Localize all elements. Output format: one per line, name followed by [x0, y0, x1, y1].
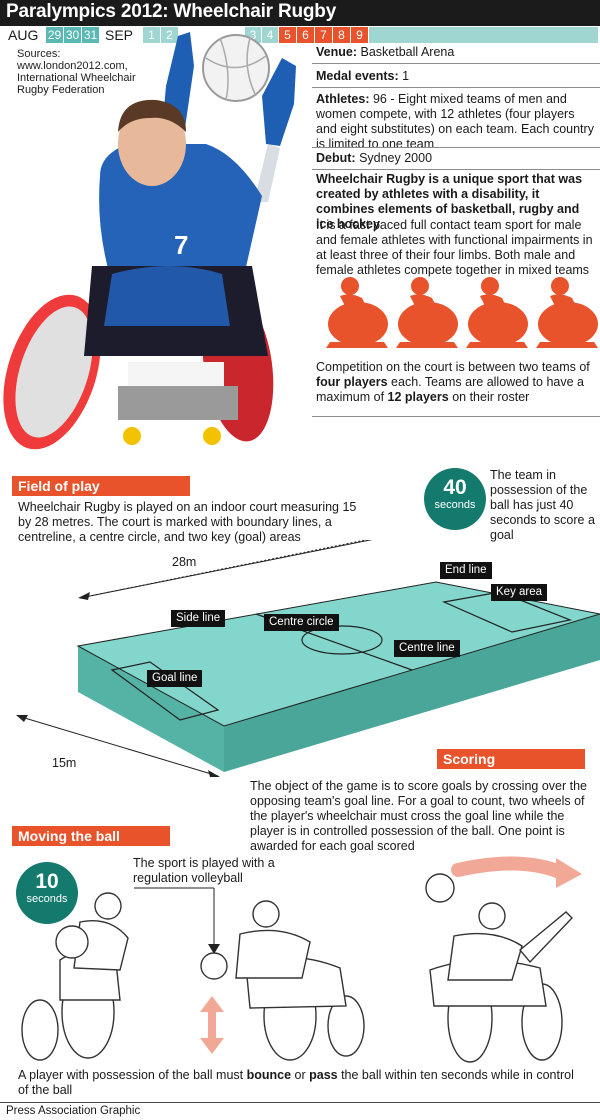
field-description: Wheelchair Rugby is played on an indoor … [18, 500, 357, 544]
calendar-event-day: 9 [351, 27, 368, 43]
info-intro-text: It is a fast paced full contact team spo… [316, 218, 593, 277]
badge-40-seconds: 40 seconds [424, 468, 486, 530]
section-heading-moving: Moving the ball [12, 826, 170, 846]
volleyball-note: The sport is played with a regulation vo… [133, 856, 275, 885]
label-centre-circle: Centre circle [264, 614, 339, 631]
calendar-aug-label: AUG [8, 27, 39, 43]
calendar-day: 4 [262, 27, 278, 43]
calendar-day: 29 [46, 27, 63, 43]
info-medal-events: Medal events: 1 [316, 69, 410, 83]
header-bar: Paralympics 2012: Wheelchair Rugby [0, 0, 600, 26]
footer-divider [0, 1102, 600, 1103]
bounce-down-arrow-icon [200, 1038, 224, 1054]
label-key-area: Key area [491, 584, 548, 601]
player-silhouettes [326, 277, 598, 348]
calendar-sep-label: SEP [105, 27, 134, 43]
label-goal-line: Goal line [147, 670, 203, 687]
info-venue: Venue: Basketball Arena [316, 45, 455, 59]
calendar-day: 1 [143, 27, 160, 43]
calendar-day: 30 [64, 27, 81, 43]
sources-line: International Wheelchair [17, 72, 136, 84]
divider [312, 87, 600, 88]
divider [312, 147, 600, 148]
sources-line: Rugby Federation [17, 84, 105, 96]
page-title: Paralympics 2012: Wheelchair Rugby [6, 1, 337, 22]
label-side-line: Side line [171, 610, 226, 627]
calendar-day: 31 [82, 27, 99, 43]
label-end-line: End line [440, 562, 492, 579]
calendar-event-day: 8 [333, 27, 350, 43]
court-diagram [16, 540, 600, 777]
info-intro-bold: Wheelchair Rugby is a unique sport that … [316, 172, 583, 231]
wheelchair-athlete-illustration: 7 [3, 32, 296, 450]
scoring-description: The object of the game is to score goals… [250, 779, 587, 853]
calendar-event-day: 7 [315, 27, 332, 43]
pass-arrow-icon [556, 858, 582, 888]
section-heading-scoring: Scoring [437, 749, 585, 769]
label-centre-line: Centre line [394, 640, 460, 657]
badge-40-text: The team in possession of the ball has j… [490, 468, 595, 542]
calendar-event-day: 6 [297, 27, 314, 43]
bounce-up-arrow-icon [200, 996, 224, 1012]
calendar-day: 2 [161, 27, 178, 43]
divider [312, 63, 600, 64]
info-athletes: Athletes: 96 - Eight mixed teams of men … [316, 92, 594, 151]
sources-line: www.london2012.com, [17, 60, 128, 72]
section-heading-field: Field of play [12, 476, 190, 496]
footer-credit: Press Association Graphic [6, 1105, 141, 1117]
divider [312, 416, 600, 417]
jersey-number: 7 [174, 230, 188, 260]
moving-caption: A player with possession of the ball mus… [18, 1068, 574, 1097]
dimension-width: 15m [52, 756, 77, 770]
sources-label: Sources: [17, 48, 61, 60]
info-competition: Competition on the court is between two … [316, 360, 590, 404]
divider [312, 169, 600, 170]
calendar-event-day: 5 [279, 27, 296, 43]
calendar-filler [369, 27, 598, 43]
badge-10-seconds: 10 seconds [16, 862, 78, 924]
dimension-length: 28m [172, 555, 197, 569]
moving-ball-illustration [21, 856, 582, 1063]
info-debut: Debut: Sydney 2000 [316, 151, 433, 165]
